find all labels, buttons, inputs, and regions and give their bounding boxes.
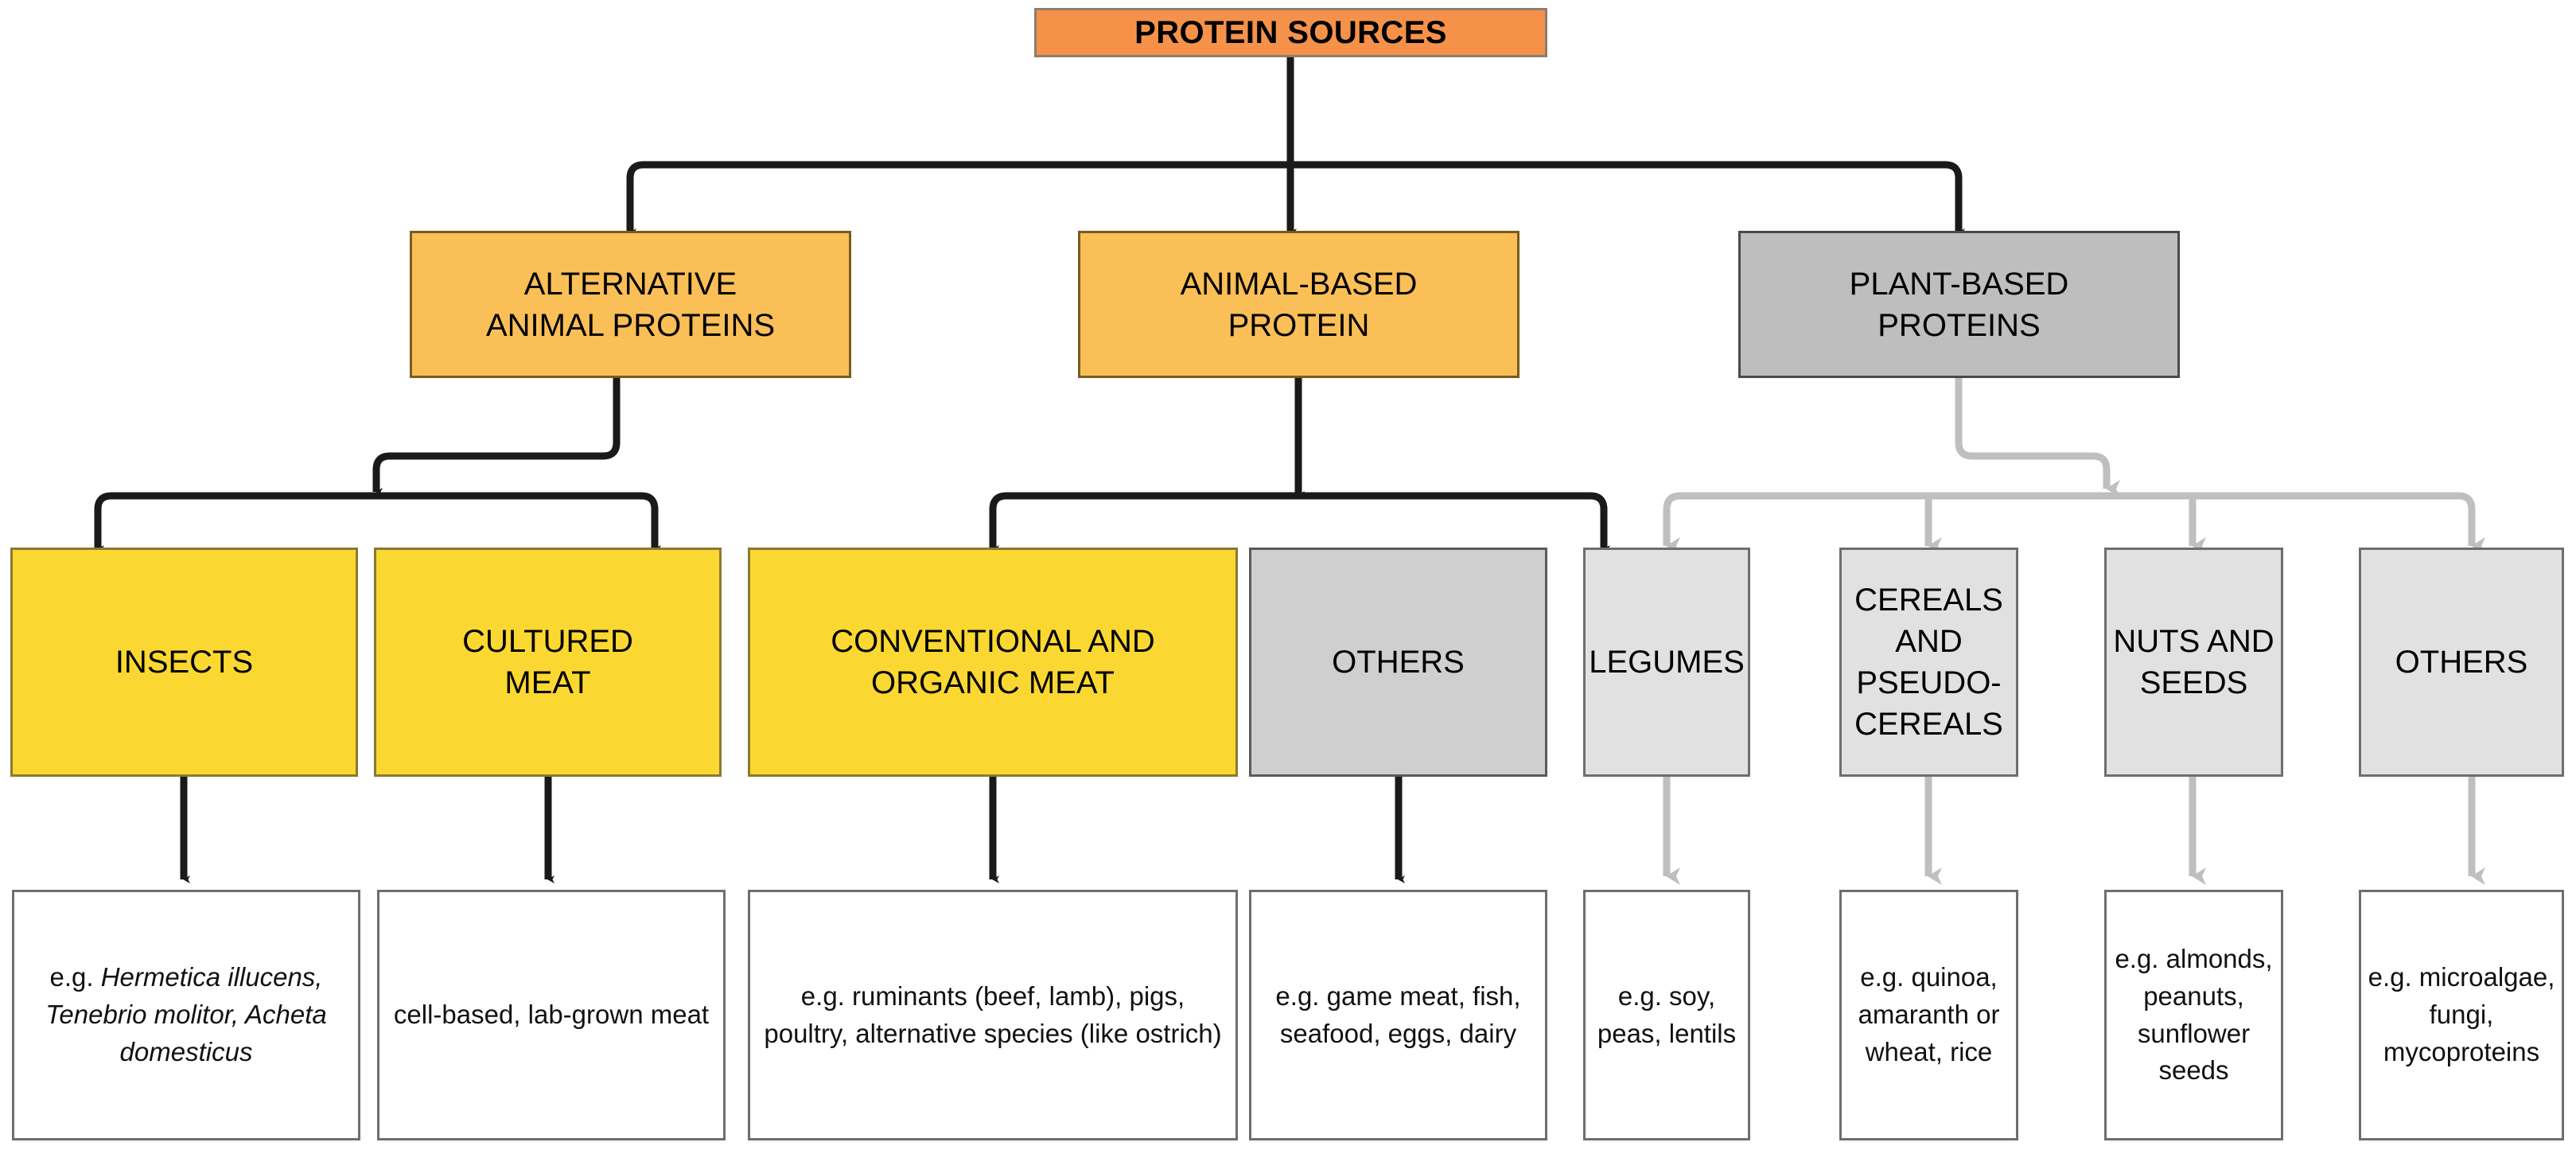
wire-alt-dogleg	[372, 377, 621, 496]
line-1: ANIMAL-BASED	[1180, 266, 1418, 302]
line-3: PSEUDO-	[1856, 665, 2002, 700]
line-2: ORGANIC MEAT	[871, 665, 1115, 700]
node-cultured-meat-label: CULTURED MEAT	[376, 621, 719, 704]
line-4: CEREALS	[1854, 707, 2003, 742]
wire-root-bar	[626, 161, 1963, 179]
line-2: ANIMAL PROTEINS	[485, 307, 776, 343]
node-nuts-and-seeds[interactable]: NUTS AND SEEDS	[2104, 548, 2283, 777]
node-insects-label: INSECTS	[115, 645, 254, 680]
node-cereals-and-pseudo-cereals-label: CEREALS AND PSEUDO- CEREALS	[1842, 579, 2016, 745]
node-cereals-and-pseudo-cereals[interactable]: CEREALS AND PSEUDO- CEREALS	[1839, 548, 2018, 777]
leaf-others-animal-examples: e.g. game meat, fish, seafood, eggs, dai…	[1249, 890, 1547, 1140]
node-others-plant-label: OTHERS	[2395, 645, 2528, 680]
node-plant-based-proteins-label: PLANT-BASED PROTEINS	[1741, 263, 2177, 346]
wire-animal-bar	[989, 492, 1608, 510]
leaf-nuts-seeds-examples: e.g. almonds, peanuts, sunflower seeds	[2104, 890, 2283, 1140]
line-2: MEAT	[504, 665, 591, 700]
leaf-species-italic: Hermetica illucens, Tenebrio molitor, Ac…	[45, 962, 327, 1066]
leaf-legumes-text: e.g. soy, peas, lentils	[1597, 981, 1737, 1048]
line-1: ALTERNATIVE	[523, 266, 737, 302]
line-1: CONVENTIONAL AND	[831, 624, 1155, 659]
leaf-cultured-meat-examples: cell-based, lab-grown meat	[377, 890, 726, 1140]
line-2: PROTEINS	[1878, 307, 2041, 343]
node-conventional-organic-meat-label: CONVENTIONAL AND ORGANIC MEAT	[750, 621, 1235, 704]
wire-plant-bar	[1663, 492, 2476, 510]
leaf-others-plant-examples: e.g. microalgae, fungi, mycoproteins	[2359, 890, 2564, 1140]
node-insects[interactable]: INSECTS	[10, 548, 358, 777]
line-1: PLANT-BASED	[1849, 266, 2069, 302]
leaf-conventional-meat-examples: e.g. ruminants (beef, lamb), pigs, poult…	[748, 890, 1238, 1140]
node-conventional-organic-meat[interactable]: CONVENTIONAL AND ORGANIC MEAT	[748, 548, 1238, 777]
line-1: CEREALS	[1854, 583, 2003, 618]
node-plant-based-proteins[interactable]: PLANT-BASED PROTEINS	[1738, 231, 2180, 378]
leaf-insects-text: e.g. Hermetica illucens, Tenebrio molito…	[14, 959, 358, 1071]
node-others-animal[interactable]: OTHERS	[1249, 548, 1547, 777]
node-protein-sources-label: PROTEIN SOURCES	[1134, 15, 1447, 50]
node-others-plant[interactable]: OTHERS	[2359, 548, 2564, 777]
wire-plant-dogleg	[1955, 377, 2120, 497]
leaf-insects-examples: e.g. Hermetica illucens, Tenebrio molito…	[12, 890, 360, 1140]
leaf-cereals-text: e.g. quinoa, amaranth or wheat, rice	[1858, 962, 2000, 1066]
node-alternative-animal-proteins-label: ALTERNATIVE ANIMAL PROTEINS	[412, 263, 849, 346]
leaf-cereals-examples: e.g. quinoa, amaranth or wheat, rice	[1839, 890, 2018, 1140]
line-1: CULTURED	[462, 624, 633, 659]
node-legumes[interactable]: LEGUMES	[1583, 548, 1750, 777]
node-nuts-and-seeds-label: NUTS AND SEEDS	[2107, 621, 2281, 704]
node-animal-based-protein[interactable]: ANIMAL-BASED PROTEIN	[1078, 231, 1520, 378]
wire-alt-bar	[94, 492, 659, 510]
leaf-conventional-meat-text: e.g. ruminants (beef, lamb), pigs, poult…	[764, 981, 1222, 1048]
line-2: SEEDS	[2139, 665, 2248, 700]
leaf-cultured-meat-text: cell-based, lab-grown meat	[393, 1000, 710, 1030]
line-2: PROTEIN	[1228, 307, 1370, 343]
leaf-nuts-seeds-text: e.g. almonds, peanuts, sunflower seeds	[2115, 943, 2273, 1086]
leaf-others-plant-text: e.g. microalgae, fungi, mycoproteins	[2368, 962, 2555, 1066]
node-protein-sources[interactable]: PROTEIN SOURCES	[1034, 8, 1547, 57]
leaf-prefix: e.g.	[49, 962, 101, 992]
line-2: AND	[1895, 624, 1963, 659]
leaf-legumes-examples: e.g. soy, peas, lentils	[1583, 890, 1750, 1140]
line-1: NUTS AND	[2113, 624, 2274, 659]
node-others-animal-label: OTHERS	[1332, 645, 1465, 680]
node-animal-based-protein-label: ANIMAL-BASED PROTEIN	[1080, 263, 1517, 346]
node-alternative-animal-proteins[interactable]: ALTERNATIVE ANIMAL PROTEINS	[410, 231, 851, 378]
leaf-others-animal-text: e.g. game meat, fish, seafood, eggs, dai…	[1275, 981, 1521, 1048]
node-legumes-label: LEGUMES	[1589, 645, 1745, 680]
node-cultured-meat[interactable]: CULTURED MEAT	[374, 548, 722, 777]
